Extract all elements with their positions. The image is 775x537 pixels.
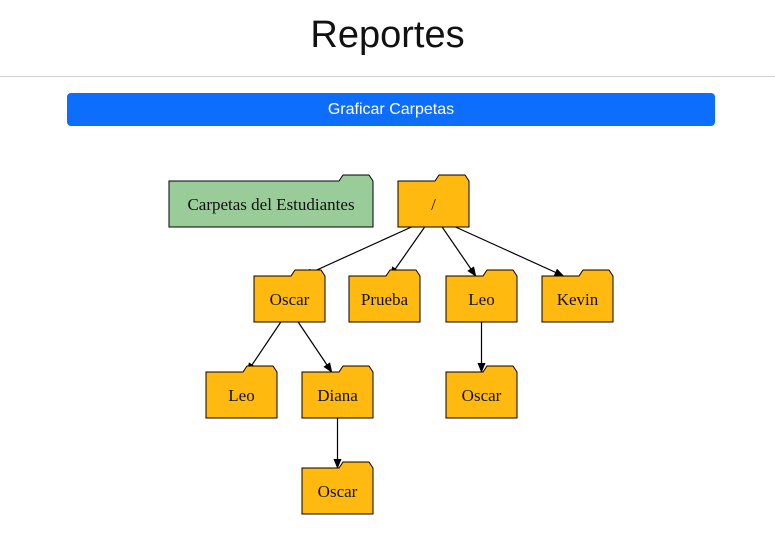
folder-label: Oscar [318,482,358,501]
folder-label: Kevin [557,290,599,309]
folder-node-root: / [397,174,470,228]
folder-icon [445,365,518,419]
folder-icon [168,174,374,228]
folder-node-prueba: Prueba [348,269,421,323]
folder-label: Leo [228,386,254,405]
edge-oscar-to-oscar-leo [246,321,282,373]
page-title: Reportes [310,14,465,56]
edges-layer [246,226,565,469]
folder-label: Carpetas del Estudiantes [187,195,354,214]
folder-icon [205,365,278,419]
folder-node-leo: Leo [445,269,518,323]
folder-node-oscar: Oscar [253,269,326,323]
edge-root-to-prueba [389,226,426,277]
folder-node-oscar-leo: Leo [205,365,278,419]
folder-node-oscar-diana: Diana [301,365,374,419]
folder-icon [301,365,374,419]
folder-label: Leo [468,290,494,309]
folder-icon [253,269,326,323]
folder-label: Oscar [270,290,310,309]
folder-icon [397,174,470,228]
folder-label: / [431,195,436,214]
edge-root-to-kevin [455,226,565,277]
folder-icon [348,269,421,323]
legend-folder: Carpetas del Estudiantes [168,174,374,228]
folder-icon [541,269,614,323]
folder-label: Prueba [361,290,409,309]
folder-icon [445,269,518,323]
edge-oscar-to-oscar-diana [297,321,333,373]
folder-node-leo-oscar: Oscar [445,365,518,419]
folder-label: Oscar [462,386,502,405]
folder-node-kevin: Kevin [541,269,614,323]
edge-root-to-oscar [302,226,412,277]
folder-node-diana-oscar: Oscar [301,461,374,515]
header-divider [0,76,775,77]
edge-root-to-leo [441,226,477,277]
graph-folders-button[interactable]: Graficar Carpetas [67,93,715,126]
folder-icon [301,461,374,515]
folder-label: Diana [317,386,358,405]
